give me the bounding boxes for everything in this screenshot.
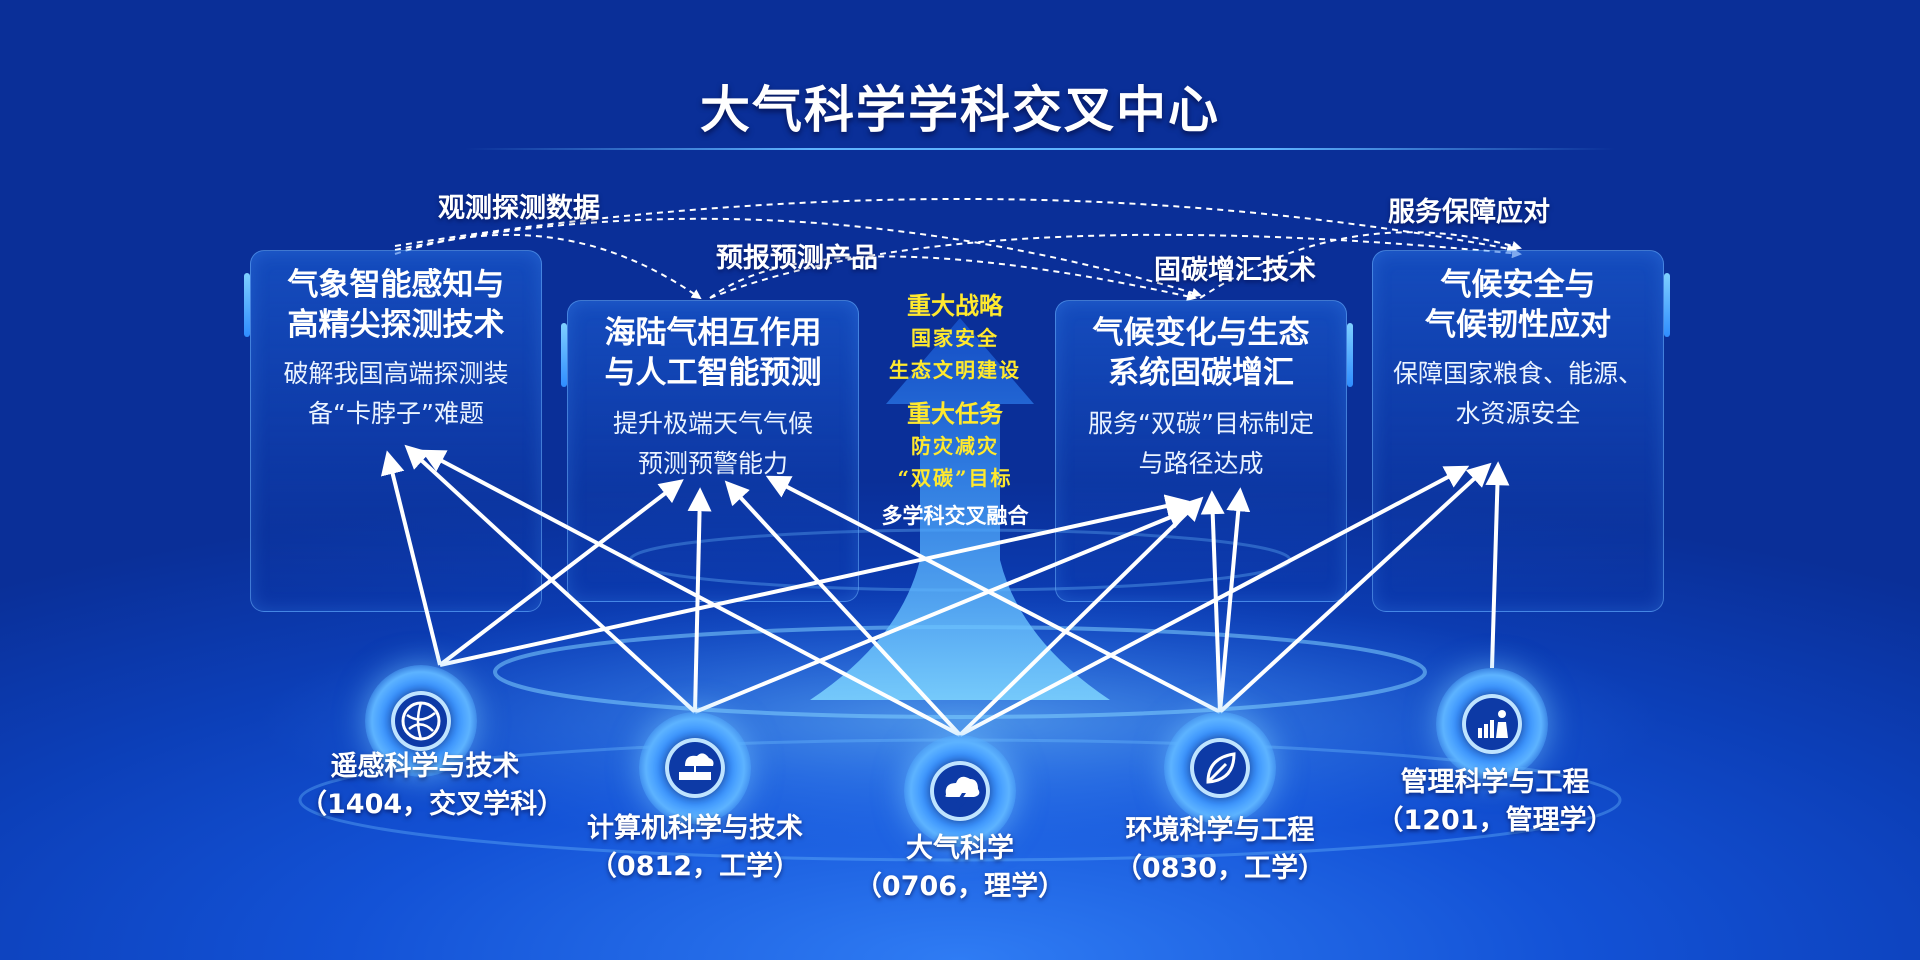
flow-label-carbon: 固碳增汇技术 — [1154, 255, 1316, 286]
flow-forecast-1 — [709, 233, 1522, 299]
flow-carbon — [1199, 231, 1522, 299]
globe-icon — [401, 701, 441, 741]
cloud-lightning-icon — [945, 776, 980, 811]
arrow-atmos-to-card3 — [958, 496, 1204, 737]
card-title: 气候安全与 气候韧性应对 — [1425, 267, 1611, 343]
flow-label-service: 服务保障应对 — [1388, 197, 1550, 228]
arrow-computer-to-card1 — [404, 444, 697, 714]
discipline-label-atmospheric: 大气科学 （0706，理学） — [854, 833, 1066, 902]
strategy-item: 生态文明建设 — [889, 358, 1021, 382]
card-title: 气候变化与生态 系统固碳增汇 — [1092, 315, 1310, 391]
strategy-heading: 重大战略 — [907, 292, 1003, 320]
arrow-remote-sensing-to-card1-a — [380, 450, 442, 666]
flow-observation-3 — [394, 233, 702, 300]
arrow-env-to-card2 — [765, 475, 1221, 714]
card-description: 保障国家粮食、能源、 水资源安全 — [1392, 359, 1643, 428]
floor-glow — [260, 590, 1660, 850]
research-card-carbon-sink: 气候变化与生态 系统固碳增汇 服务“双碳”目标制定 与路径达成 — [1055, 300, 1353, 602]
network-icon — [679, 753, 714, 780]
strategy-item: 国家安全 — [911, 326, 999, 350]
flow-label-observation: 观测探测数据 — [438, 193, 600, 224]
research-card-intelligent-sensing: 气象智能感知与 高精尖探测技术 破解我国高端探测装 备“卡脖子”难题 — [244, 250, 542, 612]
discipline-node-remote-sensing — [365, 665, 477, 777]
flow-label-forecast: 预报预测产品 — [716, 243, 878, 274]
arrow-remote-sensing-to-card2 — [438, 479, 684, 667]
arrow-computer-to-card3 — [694, 506, 1193, 714]
discipline-label-environment: 环境科学与工程 （0830，工学） — [1114, 815, 1326, 884]
discipline-node-atmospheric — [904, 735, 1016, 847]
task-heading: 重大任务 — [907, 400, 1003, 428]
page-title: 大气科学学科交叉中心 — [700, 81, 1220, 139]
card-description: 破解我国高端探测装 备“卡脖子”难题 — [283, 359, 509, 428]
title-divider — [465, 148, 1615, 150]
card-title: 海陆气相互作用 与人工智能预测 — [604, 315, 822, 391]
arrow-mgmt-to-card4 — [1485, 461, 1510, 669]
leaf-icon — [1206, 752, 1236, 784]
arrow-env-to-card3 — [1200, 490, 1225, 713]
discipline-node-computer — [639, 712, 751, 824]
card-description: 提升极端天气气候 预测预警能力 — [612, 409, 813, 478]
research-card-climate-resilience: 气候安全与 气候韧性应对 保障国家粮食、能源、 水资源安全 — [1372, 250, 1670, 612]
discipline-node-management — [1436, 668, 1548, 780]
arrow-atmos-to-card4 — [959, 465, 1470, 737]
arrow-env-to-card4 — [1218, 462, 1492, 714]
card-description: 服务“双碳”目标制定 与路径达成 — [1088, 409, 1314, 478]
discipline-label-management: 管理科学与工程 （1201，管理学） — [1376, 767, 1614, 836]
arrow-remote-sensing-to-card3 — [439, 494, 1190, 667]
card-tab — [244, 273, 250, 337]
arrow-atmos-to-card2 — [724, 480, 962, 737]
task-item: “双碳”目标 — [897, 466, 1013, 490]
card-title: 气象智能感知与 高精尖探测技术 — [287, 267, 505, 343]
arrow-computer-to-card2 — [687, 487, 712, 713]
discipline-label-computer: 计算机科学与技术 （0812，工学） — [587, 813, 803, 882]
flow-forecast-2 — [709, 255, 1197, 302]
discipline-label-remote-sensing: 遥感科学与技术 （1404，交叉学科） — [300, 751, 565, 820]
card-tab — [561, 323, 567, 387]
discipline-node-environment — [1164, 712, 1276, 824]
people-chart-icon — [1478, 710, 1508, 738]
arrow-atmos-to-card1 — [420, 449, 961, 737]
task-item: 防灾减灾 — [911, 434, 999, 458]
fusion-label: 多学科交叉融合 — [881, 504, 1029, 528]
center-arrow — [810, 318, 1110, 700]
arrow-env-to-card3-b — [1218, 487, 1251, 713]
card-tab — [1347, 323, 1353, 387]
card-tab — [1664, 273, 1670, 337]
flow-observation-1 — [394, 217, 1202, 298]
